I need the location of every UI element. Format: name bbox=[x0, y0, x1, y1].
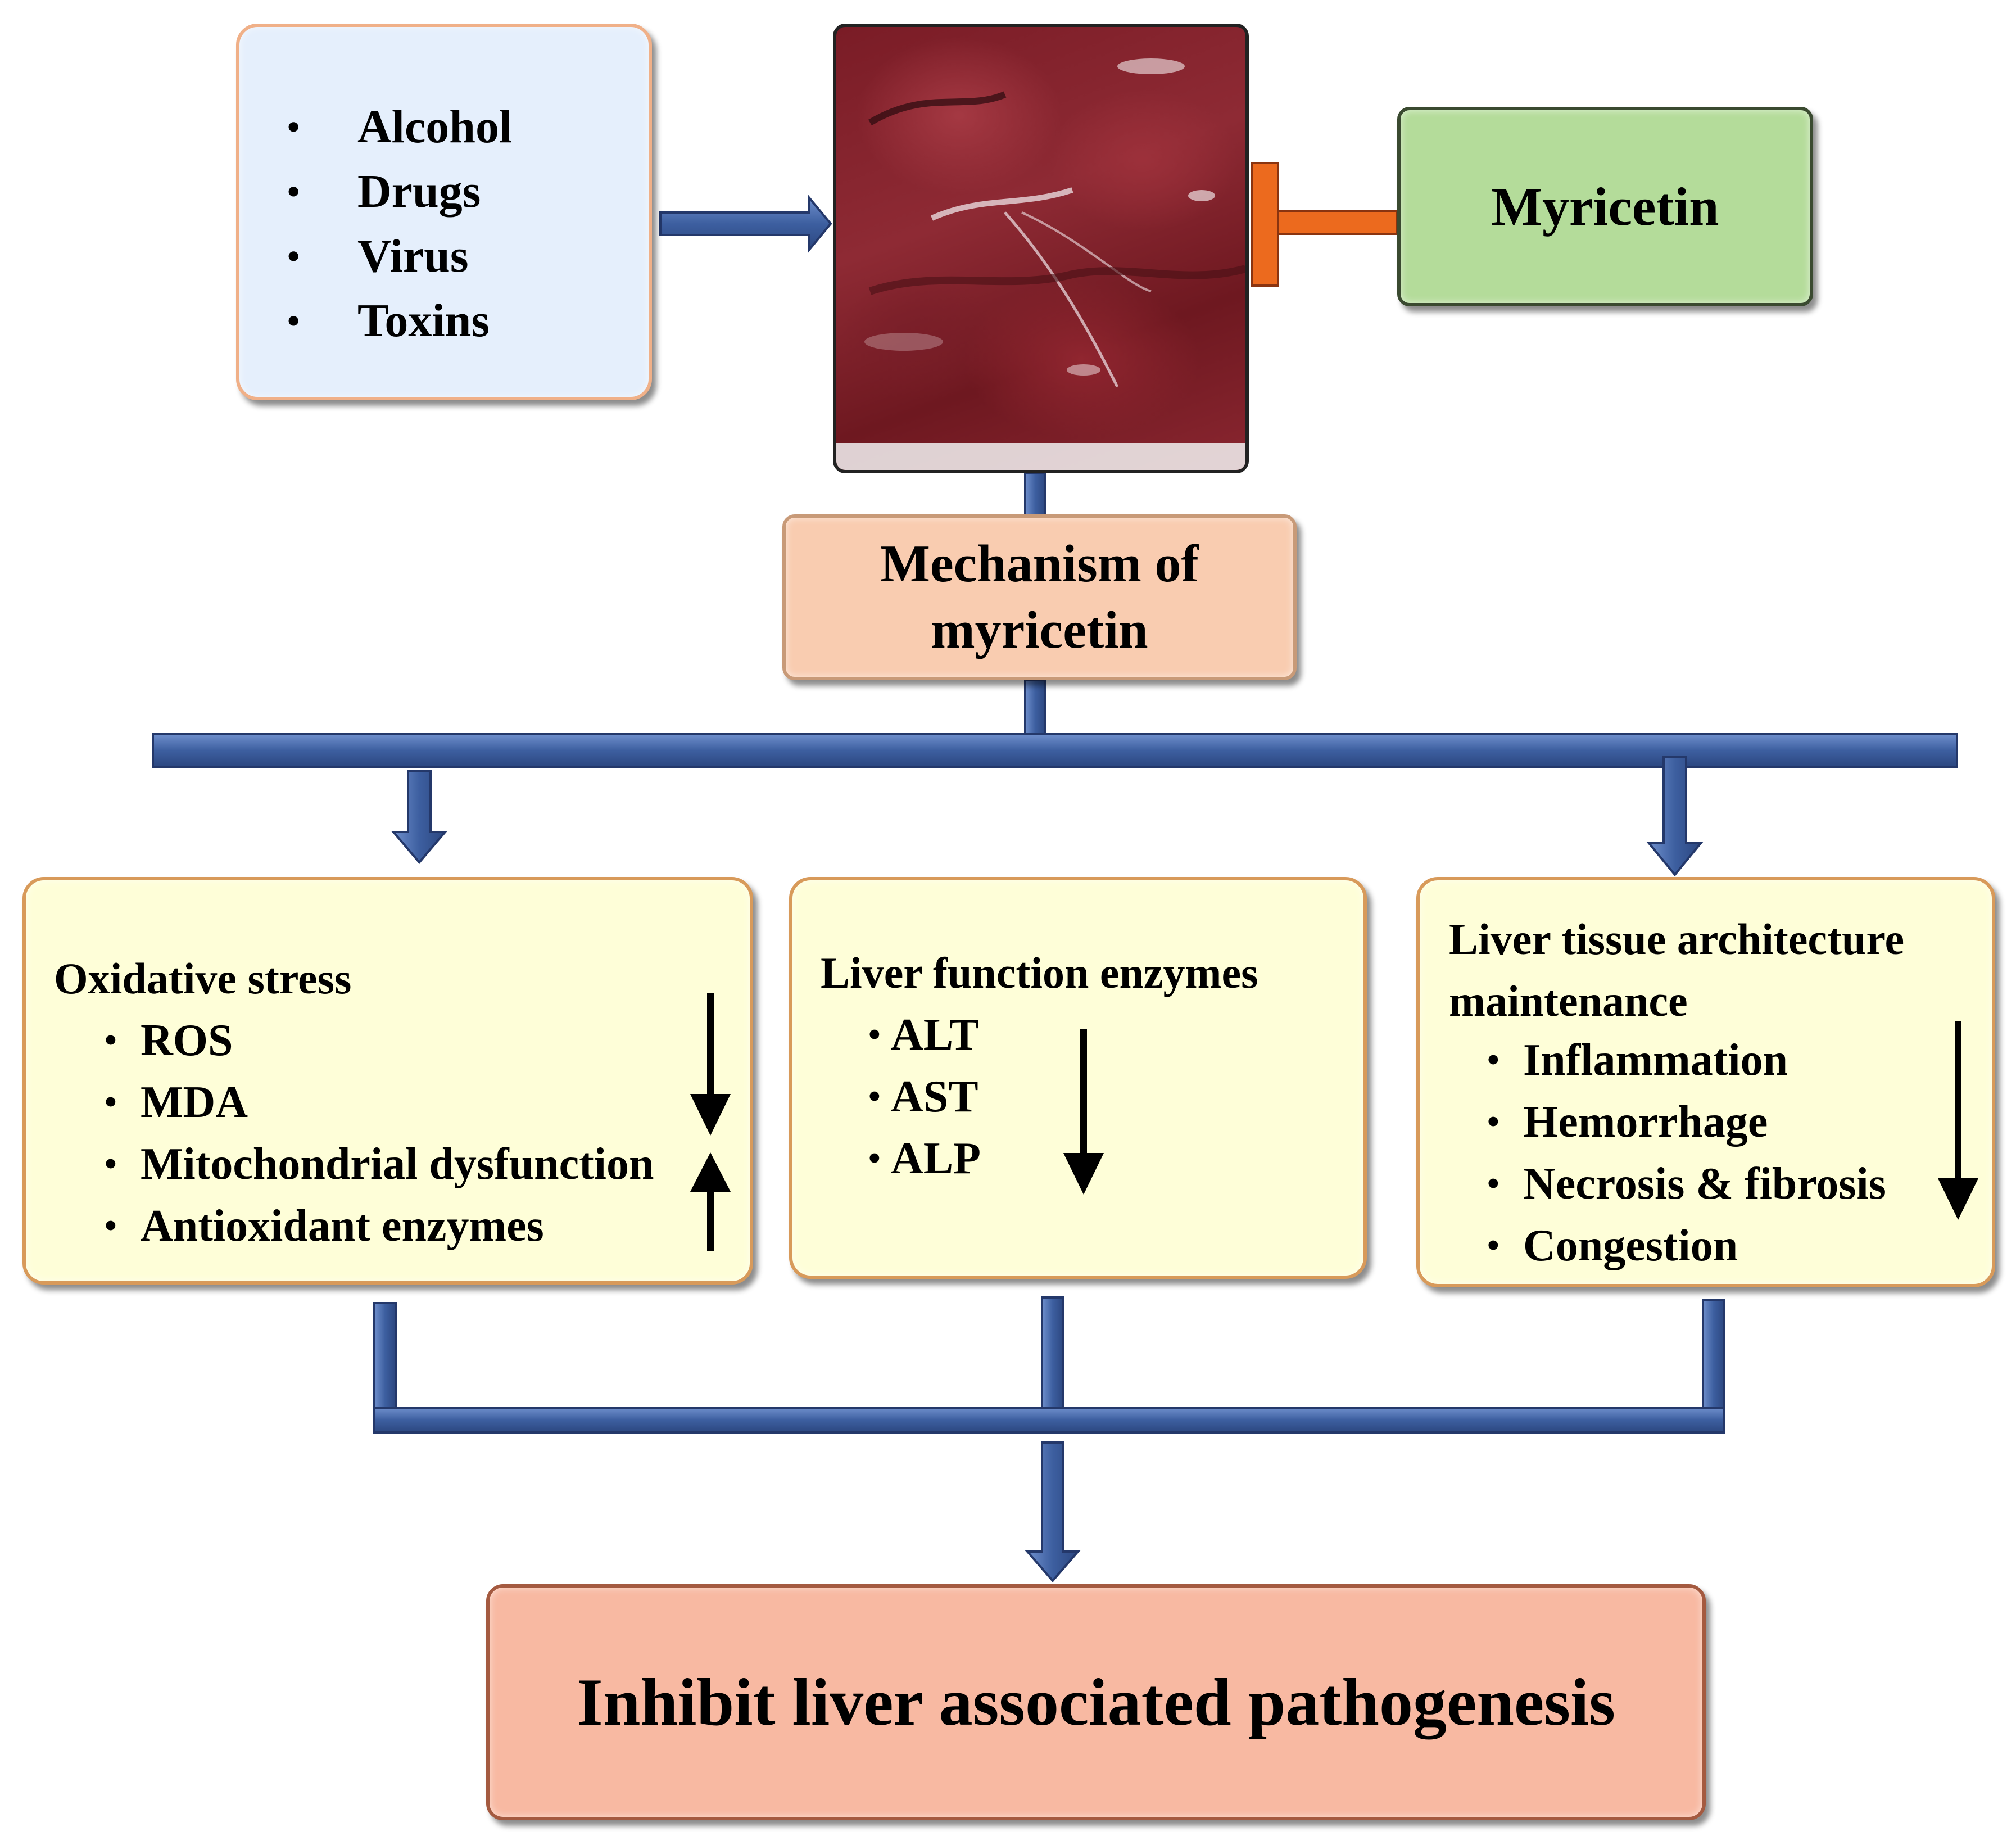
list-item: ROS bbox=[105, 1010, 654, 1071]
cause-item: Drugs bbox=[268, 159, 512, 224]
list-item: Antioxidant enzymes bbox=[105, 1195, 654, 1257]
arrow-to-outcome bbox=[1025, 1441, 1081, 1583]
myricetin-label: Myricetin bbox=[1491, 177, 1719, 237]
decrease-arrow-icon bbox=[1063, 1029, 1104, 1195]
cause-item: Virus bbox=[268, 224, 512, 288]
list-item: Congestion bbox=[1487, 1215, 1886, 1277]
decrease-arrow-icon bbox=[1938, 1021, 1978, 1220]
myricetin-box: Myricetin bbox=[1397, 107, 1813, 306]
panel-title: Liver tissue architecture maintenance bbox=[1449, 908, 1904, 1032]
panel-title: Oxidative stress bbox=[54, 954, 352, 1003]
riser-liver-function bbox=[1041, 1296, 1064, 1409]
list-item: Necrosis & fibrosis bbox=[1487, 1153, 1886, 1215]
liver-texture-icon bbox=[836, 58, 1245, 470]
decrease-arrow-icon bbox=[690, 993, 731, 1136]
outcome-box: Inhibit liver associated pathogenesis bbox=[486, 1584, 1706, 1820]
distribution-bus bbox=[152, 733, 1958, 768]
list-item: MDA bbox=[105, 1071, 654, 1133]
mechanism-box: Mechanism of myricetin bbox=[782, 514, 1297, 680]
inhibition-bar bbox=[1251, 162, 1398, 287]
list-item: ALT bbox=[868, 1004, 981, 1066]
list-item: Hemorrhage bbox=[1487, 1091, 1886, 1153]
list-item: ALP bbox=[868, 1128, 981, 1190]
cause-item: Toxins bbox=[268, 288, 512, 353]
list-item: AST bbox=[868, 1066, 981, 1128]
cause-item: Alcohol bbox=[268, 94, 512, 159]
collection-bus bbox=[373, 1407, 1725, 1434]
tissue-list: Inflammation Hemorrhage Necrosis & fibro… bbox=[1487, 1029, 1886, 1277]
panel-title: Liver function enzymes bbox=[821, 948, 1258, 997]
causes-box: Alcohol Drugs Virus Toxins bbox=[236, 24, 652, 400]
list-item: Mitochondrial dysfunction bbox=[105, 1133, 654, 1195]
increase-arrow-icon bbox=[690, 1152, 731, 1251]
riser-oxidative bbox=[373, 1302, 397, 1409]
causes-list: Alcohol Drugs Virus Toxins bbox=[268, 94, 512, 353]
liver-image bbox=[833, 24, 1249, 473]
mechanism-title-line1: Mechanism of bbox=[880, 535, 1199, 593]
connector-mechanism-to-bus bbox=[1024, 679, 1046, 735]
liver-function-list: ALT AST ALP bbox=[868, 1004, 981, 1190]
oxidative-list: ROS MDA Mitochondrial dysfunction Antiox… bbox=[105, 1010, 654, 1257]
arrow-to-tissue-panel bbox=[1646, 756, 1704, 877]
panel-title-line2: maintenance bbox=[1449, 976, 1688, 1025]
panel-title-line1: Liver tissue architecture bbox=[1449, 915, 1905, 964]
oxidative-stress-panel: Oxidative stress ROS MDA Mitochondrial d… bbox=[22, 877, 753, 1285]
tissue-architecture-panel: Liver tissue architecture maintenance In… bbox=[1416, 877, 1995, 1287]
liver-function-panel: Liver function enzymes ALT AST ALP bbox=[789, 877, 1367, 1279]
arrow-causes-to-liver bbox=[659, 195, 832, 253]
list-item: Inflammation bbox=[1487, 1029, 1886, 1091]
arrow-to-oxidative-panel bbox=[391, 770, 448, 865]
mechanism-title-line2: myricetin bbox=[931, 600, 1148, 659]
connector-liver-to-mechanism bbox=[1024, 472, 1046, 516]
outcome-label: Inhibit liver associated pathogenesis bbox=[577, 1665, 1615, 1739]
